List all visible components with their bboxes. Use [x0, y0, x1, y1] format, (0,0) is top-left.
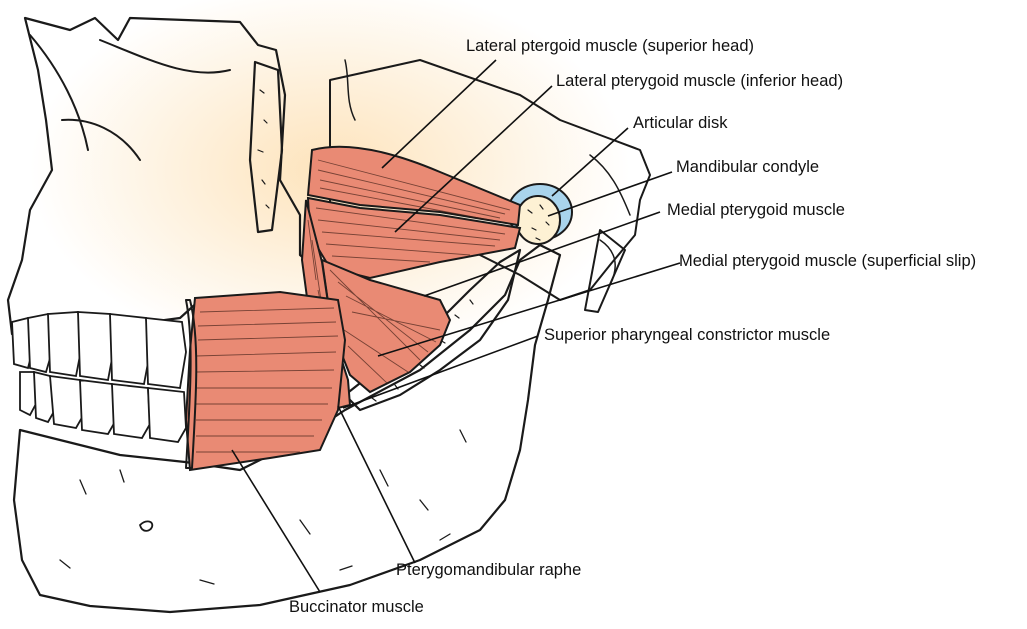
label-mandibular-condyle: Mandibular condyle	[676, 158, 819, 176]
label-articular-disk: Articular disk	[633, 114, 728, 132]
label-medial-pterygoid: Medial pterygoid muscle	[667, 201, 845, 219]
label-pterygomandibular-raphe: Pterygomandibular raphe	[396, 561, 581, 579]
label-superior-pharyngeal-constrictor: Superior pharyngeal constrictor muscle	[544, 326, 830, 344]
mental-foramen	[140, 521, 152, 531]
buccinator-muscle	[186, 292, 345, 470]
label-medial-pterygoid-slip: Medial pterygoid muscle (superficial sli…	[679, 252, 976, 270]
mandibular-condyle	[516, 196, 560, 244]
label-lateral-pterygoid-inferior: Lateral pterygoid muscle (inferior head)	[556, 72, 843, 90]
label-lateral-pterygoid-superior: Lateral ptergoid muscle (superior head)	[466, 37, 754, 55]
label-buccinator: Buccinator muscle	[289, 598, 424, 616]
